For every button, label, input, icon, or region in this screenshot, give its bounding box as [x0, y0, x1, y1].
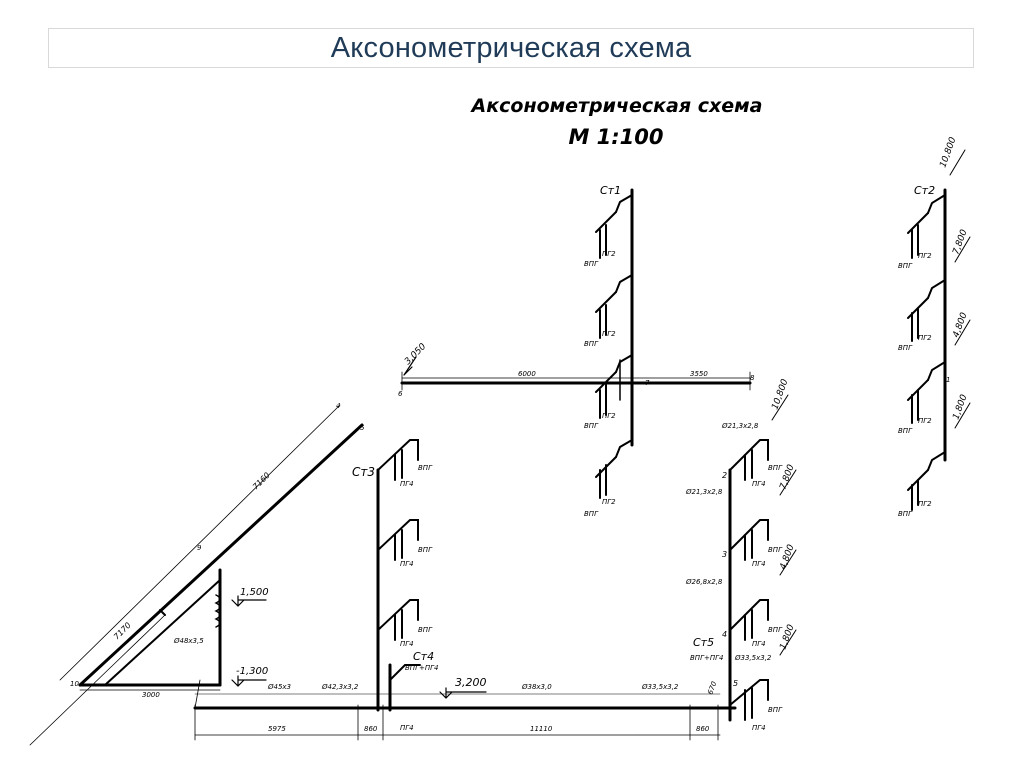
- svg-text:2: 2: [722, 471, 727, 480]
- svg-text:860: 860: [364, 725, 378, 733]
- svg-text:ПГ2: ПГ2: [918, 500, 932, 508]
- svg-text:ПГ4: ПГ4: [400, 640, 414, 648]
- st2-level-leaders: [949, 149, 971, 429]
- drawing-heading: Аксонометрическая схема: [470, 95, 763, 117]
- svg-text:5: 5: [360, 424, 365, 432]
- svg-text:5: 5: [733, 679, 738, 688]
- svg-text:ПГ4: ПГ4: [752, 724, 766, 732]
- svg-text:4: 4: [722, 630, 727, 639]
- svg-text:3,200: 3,200: [455, 676, 487, 689]
- pipe-diagonal-long: [78, 423, 364, 687]
- svg-text:-1,300: -1,300: [236, 666, 268, 677]
- svg-text:6000: 6000: [518, 370, 536, 378]
- st1-fixture-labels: ВПГ ПГ2 ВПГ ПГ2 ВПГ ПГ2 ВПГ ПГ2: [584, 250, 616, 518]
- svg-text:ВПГ: ВПГ: [898, 510, 913, 518]
- label-st1: Ст1: [600, 184, 621, 197]
- svg-text:Ø33,5x3,2: Ø33,5x3,2: [734, 654, 772, 662]
- valve-spring: [214, 594, 221, 628]
- svg-text:9: 9: [197, 544, 202, 552]
- svg-text:ВПГ: ВПГ: [768, 546, 783, 554]
- svg-text:ПГ2: ПГ2: [602, 412, 616, 420]
- svg-text:ВПГ+ПГ4: ВПГ+ПГ4: [405, 664, 438, 672]
- st1-branches: [595, 194, 633, 499]
- svg-text:Ø42,3x3,2: Ø42,3x3,2: [321, 683, 359, 691]
- svg-text:Ø38x3,0: Ø38x3,0: [521, 683, 552, 691]
- level-markers: [231, 356, 487, 699]
- svg-text:Ø33,5x3,2: Ø33,5x3,2: [641, 683, 679, 691]
- svg-text:ПГ4: ПГ4: [400, 724, 414, 732]
- svg-text:8: 8: [750, 374, 755, 382]
- label-st4: Ст4: [413, 650, 434, 663]
- svg-text:ПГ4: ПГ4: [752, 640, 766, 648]
- svg-text:ПГ4: ПГ4: [752, 480, 766, 488]
- svg-text:ПГ2: ПГ2: [602, 330, 616, 338]
- st5-level-leaders: [771, 394, 797, 656]
- svg-text:ВПГ: ВПГ: [584, 510, 599, 518]
- svg-text:ВПГ: ВПГ: [584, 422, 599, 430]
- svg-text:ВПГ: ВПГ: [584, 340, 599, 348]
- svg-text:ВПГ: ВПГ: [768, 706, 783, 714]
- svg-text:6: 6: [398, 390, 403, 398]
- st3-st5-fixture-labels: ВПГ ПГ4 ВПГ ПГ4 ВПГ ПГ4 ВПГ+ПГ4 ПГ4 ВПГ …: [400, 464, 783, 732]
- svg-text:3000: 3000: [142, 691, 160, 699]
- svg-text:1: 1: [946, 376, 950, 384]
- label-st2: Ст2: [914, 184, 935, 197]
- svg-text:7160: 7160: [251, 471, 272, 492]
- svg-text:ПГ2: ПГ2: [918, 334, 932, 342]
- svg-text:ВПГ: ВПГ: [768, 464, 783, 472]
- svg-text:ПГ2: ПГ2: [602, 498, 616, 506]
- drawing-scale: М 1:100: [568, 125, 663, 149]
- svg-text:ВПГ: ВПГ: [418, 546, 433, 554]
- svg-text:Ø48x3,5: Ø48x3,5: [173, 637, 204, 645]
- label-st5: Ст5: [693, 636, 714, 649]
- svg-text:7: 7: [645, 379, 650, 387]
- svg-text:ВПГ: ВПГ: [898, 427, 913, 435]
- svg-text:1,500: 1,500: [240, 587, 269, 598]
- svg-text:ВПГ: ВПГ: [768, 626, 783, 634]
- svg-text:ВПГ+ПГ4: ВПГ+ПГ4: [690, 654, 723, 662]
- svg-text:Ø21,3x2,8: Ø21,3x2,8: [721, 422, 759, 430]
- dimension-labels: 6000 3550 7160 7170 3000 5975 860 11110 …: [112, 370, 719, 733]
- svg-text:ВПГ: ВПГ: [418, 464, 433, 472]
- st3-branches: [377, 439, 419, 641]
- svg-text:ВПГ: ВПГ: [418, 626, 433, 634]
- svg-text:4: 4: [336, 402, 340, 410]
- svg-text:ПГ4: ПГ4: [400, 480, 414, 488]
- svg-text:11110: 11110: [530, 725, 553, 733]
- svg-text:ПГ4: ПГ4: [400, 560, 414, 568]
- st2-branches: [907, 194, 946, 511]
- svg-text:ВПГ: ВПГ: [584, 260, 599, 268]
- svg-text:860: 860: [696, 725, 710, 733]
- svg-text:ВПГ: ВПГ: [898, 344, 913, 352]
- svg-text:3: 3: [722, 550, 727, 559]
- dim-line-diagonal: [59, 404, 341, 681]
- label-st3: Ст3: [352, 465, 375, 479]
- svg-text:ВПГ: ВПГ: [898, 262, 913, 270]
- svg-text:670: 670: [706, 680, 718, 696]
- st5-branches: [729, 439, 769, 721]
- svg-text:5975: 5975: [268, 725, 286, 733]
- svg-text:10,800: 10,800: [770, 378, 790, 411]
- slide-title-box: Аксонометрическая схема: [48, 28, 974, 68]
- svg-text:Ø26,8x2,8: Ø26,8x2,8: [685, 578, 723, 586]
- svg-text:Ø45x3: Ø45x3: [267, 683, 291, 691]
- svg-text:ПГ2: ПГ2: [918, 252, 932, 260]
- svg-text:ПГ4: ПГ4: [752, 560, 766, 568]
- slide-title: Аксонометрическая схема: [330, 31, 692, 64]
- pipe-diagonal-short: [104, 579, 221, 686]
- node-numbers: 8 6 7 5 4 9 10 2 3 4 5 1: [70, 374, 950, 688]
- svg-text:3,050: 3,050: [403, 342, 428, 367]
- svg-text:3550: 3550: [690, 370, 708, 378]
- svg-text:Ø21,3x2,8: Ø21,3x2,8: [685, 488, 723, 496]
- pipe-spec-labels: Ø48x3,5 Ø45x3 Ø42,3x3,2 Ø38x3,0 Ø33,5x3,…: [173, 422, 772, 691]
- svg-text:10: 10: [70, 680, 79, 688]
- svg-text:ПГ2: ПГ2: [918, 417, 932, 425]
- svg-text:10,800: 10,800: [938, 136, 958, 169]
- st2-fixture-labels: ВПГ ПГ2 ВПГ ПГ2 ВПГ ПГ2 ВПГ ПГ2: [898, 252, 932, 518]
- svg-text:ПГ2: ПГ2: [602, 250, 616, 258]
